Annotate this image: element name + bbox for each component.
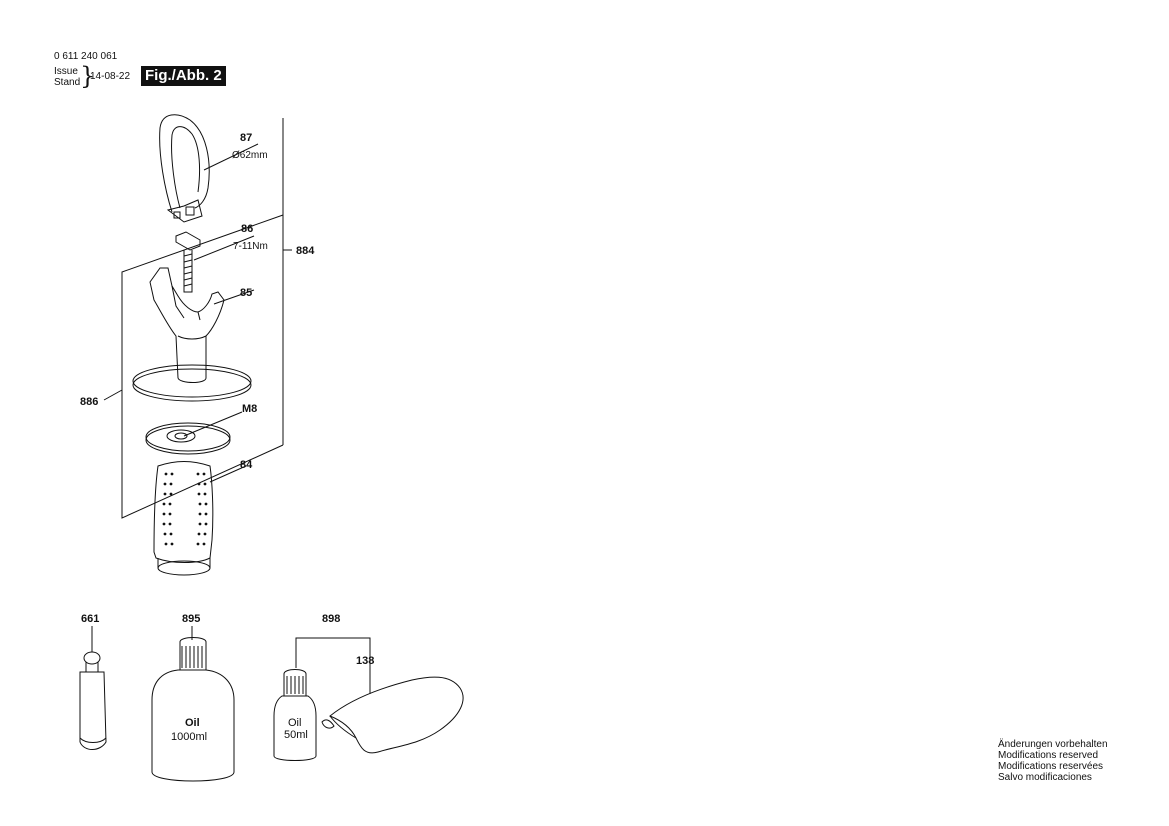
brace-symbol: }: [80, 62, 96, 90]
leader-84: [209, 465, 247, 483]
oil-bottle-part-898: [273, 669, 317, 761]
grease-tube-part-661: [79, 626, 107, 750]
stand-label: Stand: [54, 77, 81, 88]
part-number-84: 84: [240, 459, 253, 471]
figure-label: Fig./Abb. 2: [141, 66, 226, 86]
bracket-898: [295, 637, 371, 694]
note-de: Änderungen vorbehalten: [998, 739, 1108, 750]
issue-label: Issue: [54, 66, 78, 77]
oil-volume-898: 50ml: [284, 729, 308, 741]
part-number-85: 85: [240, 287, 252, 299]
t-bolt-part-86: [175, 231, 201, 293]
leader-886: [103, 389, 123, 401]
washer-m8: [145, 422, 231, 455]
note-es: Salvo modificaciones: [998, 772, 1092, 783]
part-number-87: 87: [240, 132, 252, 144]
part-number-86: 86: [241, 223, 253, 235]
part-number-895: 895: [182, 613, 200, 625]
oil-label-895: Oil: [185, 717, 200, 729]
oil-label-898: Oil: [288, 717, 301, 729]
spec-86: 7-11Nm: [233, 241, 268, 252]
note-fr: Modifications reservées: [998, 761, 1104, 772]
bracket-frame-886: [121, 214, 284, 519]
part-number-898: 898: [322, 613, 340, 625]
oil-bottle-part-895: [151, 626, 235, 782]
grip-texture: [162, 472, 208, 546]
part-number-661: 661: [81, 613, 99, 625]
oil-volume-895: 1000ml: [171, 731, 207, 743]
part-number-m8: M8: [242, 403, 257, 415]
issue-date: 14-08-22: [90, 71, 131, 82]
leader-m8: [183, 411, 243, 437]
part-number-884: 884: [296, 245, 315, 257]
note-en: Modifications reserved: [998, 750, 1099, 761]
handle-clamp-part-85: [149, 267, 225, 383]
cleaning-cloth-part-138: [321, 676, 464, 754]
part-number: 0 611 240 061: [54, 51, 118, 62]
guard-disk-part-886: [132, 364, 252, 402]
grip-handle-part-84: [153, 461, 214, 576]
part-number-138: 138: [356, 655, 374, 667]
leader-85: [213, 289, 255, 305]
band-strap-part-87: [159, 114, 210, 223]
part-number-886: 886: [80, 396, 98, 408]
leader-87: [203, 143, 259, 171]
leader-86: [193, 235, 255, 261]
spec-87: Ø62mm: [232, 150, 268, 161]
modification-notes: Änderungen vorbehalten Modifications res…: [998, 739, 1108, 783]
